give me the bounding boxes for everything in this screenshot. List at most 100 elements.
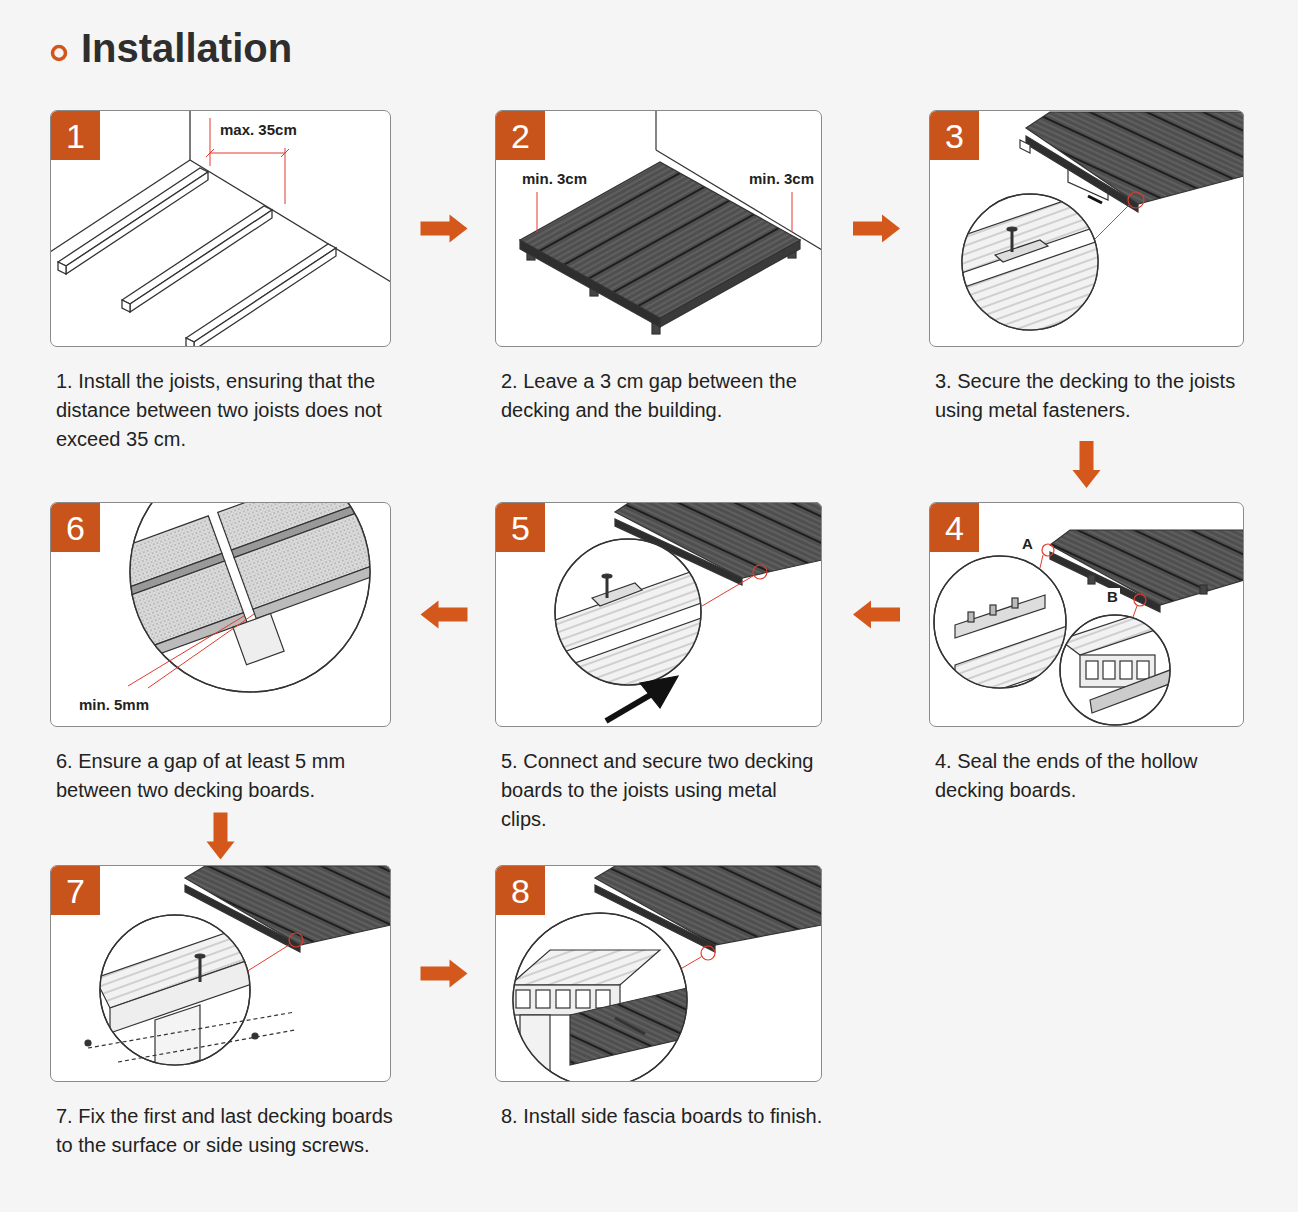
panel-frame xyxy=(50,502,391,727)
end-cap-drawing xyxy=(955,625,1070,705)
clip-drawing xyxy=(602,574,612,578)
flow-arrow xyxy=(421,960,468,988)
fastener-drawing xyxy=(1088,196,1102,203)
flow-arrow xyxy=(207,813,235,860)
fascia-drawing xyxy=(596,990,610,1008)
step-number: 3 xyxy=(945,116,964,156)
screw-drawing xyxy=(289,933,303,947)
joist-drawing xyxy=(122,206,272,304)
screw-drawing xyxy=(100,915,250,1065)
end-cap-drawing xyxy=(968,612,974,622)
end-cap-drawing xyxy=(1040,555,1043,568)
fascia-drawing xyxy=(510,866,822,1082)
clip-drawing xyxy=(753,565,767,579)
joist-drawing xyxy=(58,262,66,274)
end-cap-drawing xyxy=(1200,585,1207,594)
end-cap-drawing xyxy=(1134,594,1146,606)
end-cap-drawing xyxy=(1120,661,1132,679)
fastener-drawing xyxy=(995,240,1048,262)
clip-drawing xyxy=(550,502,822,721)
step-number-badge: 6 xyxy=(51,503,100,552)
joist-drawing xyxy=(190,160,391,282)
screw-drawing xyxy=(85,1040,91,1046)
end-cap-drawing xyxy=(1133,606,1137,617)
step-panel: 4. Seal the ends of the hollow decking b… xyxy=(929,502,1246,807)
step-number-badge: 3 xyxy=(930,111,979,160)
fastener-drawing xyxy=(950,112,1244,340)
end-cap-drawing xyxy=(1060,615,1170,725)
fascia-drawing xyxy=(570,985,700,1065)
step-caption: 6. Ensure a gap of at least 5 mm between… xyxy=(56,747,393,805)
screw-drawing xyxy=(85,866,391,1075)
end-cap-drawing xyxy=(1050,530,1244,605)
screw-drawing xyxy=(95,928,255,1075)
step-caption: 7. Fix the first and last decking boards… xyxy=(56,1102,393,1160)
flow-arrow xyxy=(421,601,468,629)
fastener-drawing xyxy=(950,237,1110,340)
joist-drawing xyxy=(281,149,289,157)
dimension-label: max. 35cm xyxy=(218,121,299,139)
step-caption: 4. Seal the ends of the hollow decking b… xyxy=(935,747,1246,805)
step-number-badge: 4 xyxy=(930,503,979,552)
step-number-badge: 7 xyxy=(51,866,100,915)
end-cap-drawing xyxy=(1012,598,1018,608)
step-panel: 8. Install side fascia boards to finish.… xyxy=(495,865,824,1162)
step-panel: 7. Fix the first and last decking boards… xyxy=(50,865,393,1191)
fascia-drawing xyxy=(510,950,700,1075)
gap-drawing xyxy=(86,502,391,704)
dimension-label: B xyxy=(1105,588,1120,606)
clip-drawing xyxy=(592,583,642,606)
end-cap-drawing xyxy=(1060,610,1172,713)
fascia-drawing xyxy=(615,1018,645,1034)
fastener-drawing xyxy=(1068,170,1108,200)
dimension-label: min. 3cm xyxy=(747,170,816,188)
screw-drawing xyxy=(118,1030,295,1062)
gap-drawing xyxy=(128,616,244,686)
clip-drawing xyxy=(550,565,710,700)
step-number: 1 xyxy=(66,116,85,156)
screw-drawing xyxy=(199,955,202,982)
end-cap-drawing xyxy=(955,595,1045,638)
fascia-drawing xyxy=(510,950,660,985)
gap-drawing xyxy=(148,614,254,688)
end-cap-drawing xyxy=(934,530,1244,725)
fastener-drawing xyxy=(962,194,1098,330)
end-cap-drawing xyxy=(990,605,996,615)
end-cap-drawing xyxy=(1060,610,1170,655)
end-cap-drawing xyxy=(1090,670,1172,713)
joist-drawing xyxy=(194,248,336,347)
deck-drawing xyxy=(655,110,656,150)
joist-drawing xyxy=(186,244,336,342)
joist-drawing xyxy=(285,148,286,204)
fastener-drawing xyxy=(1026,112,1244,204)
end-cap-drawing xyxy=(955,595,1070,705)
screw-drawing xyxy=(246,945,289,972)
page-title: Installation xyxy=(81,26,292,70)
dimension-label: min. 3cm xyxy=(520,170,589,188)
step-panel: 5. Connect and secure two decking boards… xyxy=(495,502,824,836)
end-cap-drawing xyxy=(1042,544,1054,556)
step-number: 6 xyxy=(66,508,85,548)
title-bullet xyxy=(53,47,66,60)
deck-drawing xyxy=(537,192,792,232)
gap-drawing xyxy=(86,502,391,704)
fascia-drawing xyxy=(516,990,530,1008)
panel-ground xyxy=(929,110,1244,347)
fascia-drawing xyxy=(513,913,687,1082)
fascia-drawing xyxy=(556,990,570,1008)
fascia-drawing xyxy=(520,1015,550,1075)
step-caption: 2. Leave a 3 cm gap between the decking … xyxy=(501,367,824,425)
screw-drawing xyxy=(195,954,205,958)
fastener-drawing xyxy=(1011,228,1014,252)
fastener-drawing xyxy=(1128,192,1144,208)
step-number-badge: 8 xyxy=(496,866,545,915)
fastener-drawing xyxy=(1020,140,1030,153)
step-caption: 8. Install side fascia boards to finish. xyxy=(501,1102,822,1131)
dimension-label: min. 5mm xyxy=(77,696,151,714)
joist-drawing xyxy=(189,110,190,160)
panel-ground xyxy=(929,502,1244,727)
deck-drawing xyxy=(537,192,538,232)
clip-drawing xyxy=(640,676,678,708)
joist-drawing xyxy=(210,118,211,166)
